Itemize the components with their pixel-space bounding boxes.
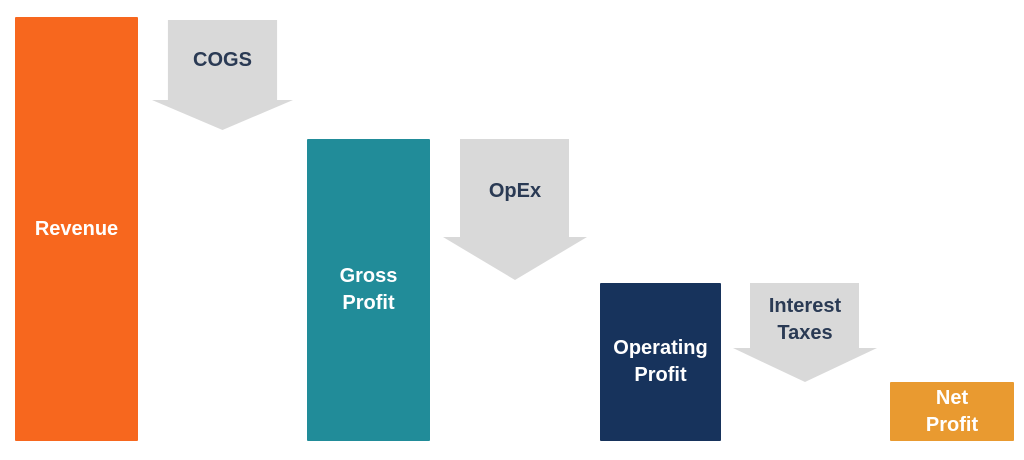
operating-profit-bar: Operating Profit — [600, 283, 721, 441]
cogs-arrow-label: COGS — [193, 48, 252, 71]
gross-profit-bar-label-line2: Profit — [342, 292, 395, 314]
operating-profit-bar-label-line1: Operating — [613, 337, 708, 359]
interest-taxes-arrow-label-line2: Taxes — [777, 321, 833, 344]
revenue-bar: Revenue — [15, 17, 138, 441]
net-profit-bar: Net Profit — [890, 382, 1014, 441]
net-profit-bar-label-line1: Net — [935, 386, 969, 409]
interest-taxes-down-arrow-icon: Interest Taxes — [733, 283, 877, 382]
operating-profit-bar-label-line2: Profit — [634, 364, 687, 386]
opex-arrow-label: OpEx — [488, 180, 542, 202]
opex-down-arrow-icon: OpEx — [443, 139, 587, 280]
net-profit-bar-label-line2: Profit — [925, 413, 979, 436]
interest-taxes-arrow-label-line1: Interest — [768, 294, 842, 317]
cogs-down-arrow-icon: COGS — [152, 20, 293, 130]
revenue-bar-label: Revenue — [34, 217, 119, 240]
gross-profit-bar: Gross Profit — [307, 139, 430, 441]
gross-profit-bar-label-line1: Gross — [339, 265, 398, 287]
